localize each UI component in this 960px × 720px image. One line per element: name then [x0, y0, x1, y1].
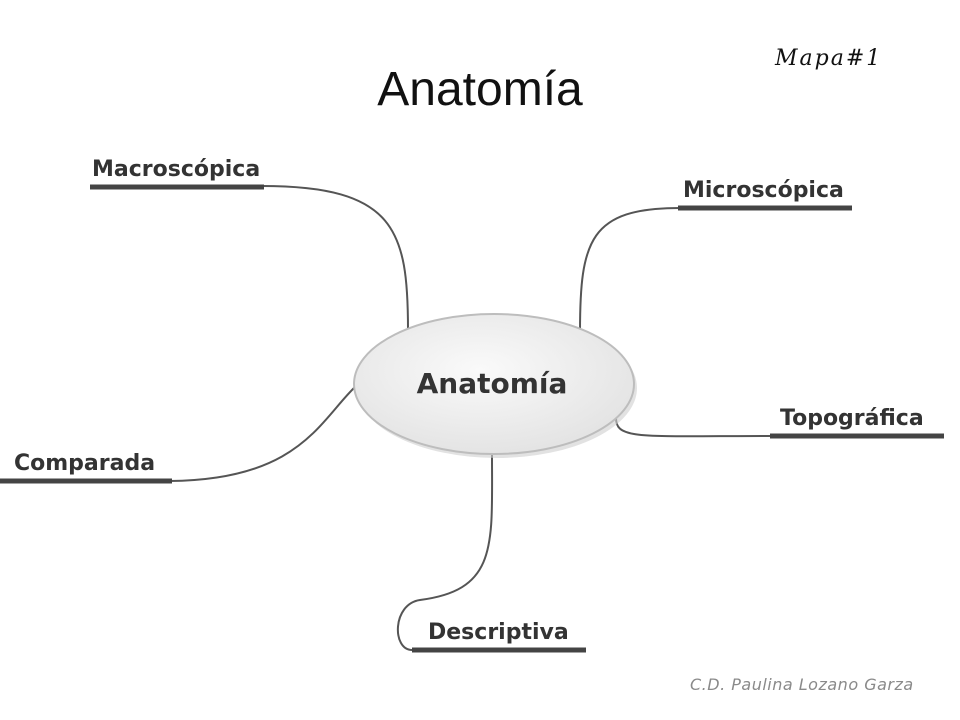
connector-topografica — [615, 417, 773, 438]
slide-title: Anatomía — [377, 63, 583, 116]
branch-label-comparada: Comparada — [14, 451, 155, 476]
map-tag: Mapa#1 — [775, 46, 883, 71]
central-node-label: Anatomía — [417, 367, 568, 400]
connector-microscopica — [579, 207, 681, 333]
branch-label-macroscopica: Macroscópica — [92, 157, 260, 182]
connector-comparada — [169, 385, 357, 482]
author-credit: C.D. Paulina Lozano Garza — [690, 675, 914, 694]
branch-node-macroscopica: Macroscópica — [90, 157, 264, 190]
central-node: Anatomía — [353, 313, 637, 458]
branch-label-descriptiva: Descriptiva — [428, 620, 569, 645]
branch-node-descriptiva: Descriptiva — [412, 620, 586, 653]
branch-label-microscopica: Microscópica — [683, 178, 844, 203]
branch-node-microscopica: Microscópica — [678, 178, 852, 211]
branch-label-topografica: Topográfica — [780, 406, 924, 431]
connector-descriptiva — [397, 454, 494, 651]
connector-macroscopica — [261, 185, 409, 331]
branch-node-comparada: Comparada — [0, 451, 172, 484]
branch-node-topografica: Topográfica — [770, 406, 944, 439]
